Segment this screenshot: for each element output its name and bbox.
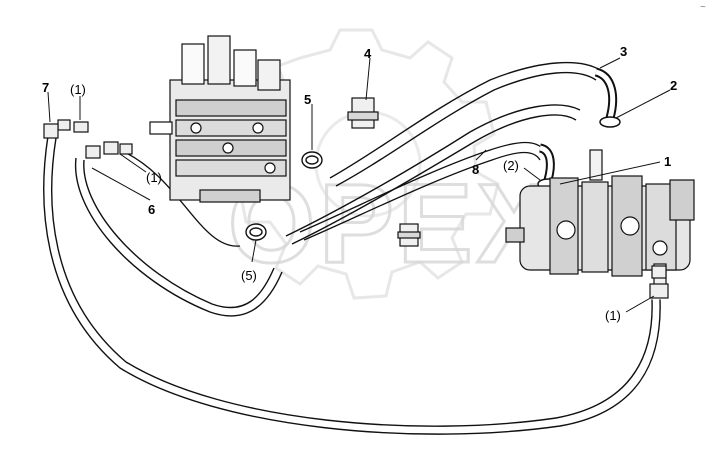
callout-1-pump: (1) [605, 308, 621, 323]
hose-long-loop [43, 135, 661, 435]
hose-8 [299, 141, 545, 241]
hose-fitting-1-to-pump [119, 149, 241, 247]
callout-3: 3 [620, 44, 627, 59]
elbow-fitting-3 [594, 67, 621, 128]
callout-2-paren: (2) [503, 158, 519, 173]
callout-6: 6 [148, 202, 155, 217]
hose-3 [285, 61, 601, 245]
fitting-1-upper [73, 121, 89, 133]
callout-1-mid: (1) [146, 170, 162, 185]
bracket-4 [347, 97, 379, 129]
fitting-1-mid [85, 141, 133, 159]
hose-6 [74, 157, 283, 317]
callout-1-top: (1) [70, 82, 86, 97]
bracket-lower [397, 223, 421, 247]
control-valve-block [149, 35, 291, 203]
callout-2: 2 [670, 78, 677, 93]
leader-lines [47, 57, 671, 313]
callout-7: 7 [42, 80, 49, 95]
fitting-7 [43, 119, 71, 139]
callout-8: 8 [472, 162, 479, 177]
clamp-5 [301, 151, 323, 169]
fitting-1-pump-bottom [649, 265, 669, 299]
callout-5-lower: (5) [241, 268, 257, 283]
callout-5: 5 [304, 92, 311, 107]
callout-4: 4 [364, 46, 372, 61]
callout-1: 1 [664, 154, 671, 169]
corner-mark: ~ [700, 2, 706, 13]
clamp-5-lower [245, 223, 267, 241]
